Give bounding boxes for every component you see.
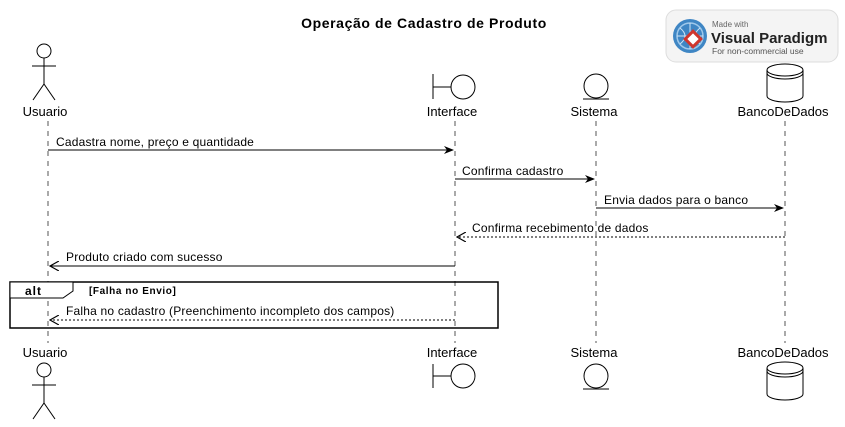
diagram-title: Operação de Cadastro de Produto bbox=[301, 15, 547, 31]
participant-interface-bottom: Interface bbox=[427, 345, 478, 389]
participant-label-interface: Interface bbox=[427, 104, 478, 119]
message-2: Confirma cadastro bbox=[455, 164, 595, 183]
message-4: Confirma recebimento de dados bbox=[457, 221, 785, 237]
message-label: Confirma cadastro bbox=[462, 164, 564, 178]
boundary-icon bbox=[432, 363, 476, 389]
participant-label-banco: BancoDeDados bbox=[737, 345, 829, 360]
boundary-icon bbox=[432, 74, 476, 100]
participant-usuario-bottom: Usuario bbox=[23, 345, 68, 420]
alt-operator-label: alt bbox=[25, 284, 42, 298]
watermark-note: For non-commercial use bbox=[712, 46, 804, 56]
database-icon bbox=[766, 361, 804, 401]
participant-banco-bottom: BancoDeDados bbox=[737, 345, 829, 401]
participant-usuario-top: Usuario bbox=[23, 43, 68, 119]
alt-fragment: alt [Falha no Envio] Falha no cadastro (… bbox=[9, 281, 499, 329]
alt-operator-tab bbox=[9, 281, 74, 299]
actor-icon bbox=[32, 43, 56, 101]
alt-frame bbox=[9, 281, 499, 329]
participant-label-interface: Interface bbox=[427, 345, 478, 360]
participant-interface-top: Interface bbox=[427, 74, 478, 119]
message-label: Produto criado com sucesso bbox=[66, 250, 223, 264]
watermark-brand: Visual Paradigm bbox=[711, 30, 827, 47]
entity-icon bbox=[583, 73, 609, 100]
visual-paradigm-watermark: Made with Visual Paradigm For non-commer… bbox=[665, 9, 839, 63]
participant-sistema-bottom: Sistema bbox=[571, 345, 619, 390]
message-1: Cadastra nome, preço e quantidade bbox=[48, 135, 454, 154]
watermark-made-with: Made with bbox=[712, 20, 748, 29]
actor-icon bbox=[32, 362, 56, 420]
participant-label-sistema: Sistema bbox=[571, 104, 619, 119]
participant-banco-top: BancoDeDados bbox=[737, 63, 829, 119]
message-label: Falha no cadastro (Preenchimento incompl… bbox=[66, 304, 395, 318]
participant-sistema-top: Sistema bbox=[571, 73, 619, 119]
lifelines bbox=[47, 121, 786, 343]
message-label: Confirma recebimento de dados bbox=[472, 221, 649, 235]
participant-label-banco: BancoDeDados bbox=[737, 104, 829, 119]
message-label: Cadastra nome, preço e quantidade bbox=[56, 135, 254, 149]
participant-label-usuario: Usuario bbox=[23, 345, 68, 360]
visual-paradigm-logo-icon bbox=[673, 19, 707, 53]
participant-label-sistema: Sistema bbox=[571, 345, 619, 360]
message-label: Envia dados para o banco bbox=[604, 193, 748, 207]
message-3: Envia dados para o banco bbox=[596, 193, 784, 212]
database-icon bbox=[766, 63, 804, 103]
alt-message-1: Falha no cadastro (Preenchimento incompl… bbox=[50, 304, 455, 320]
entity-icon bbox=[583, 363, 609, 390]
participant-label-usuario: Usuario bbox=[23, 104, 68, 119]
message-5: Produto criado com sucesso bbox=[50, 250, 455, 266]
alt-guard-label: [Falha no Envio] bbox=[89, 286, 176, 297]
